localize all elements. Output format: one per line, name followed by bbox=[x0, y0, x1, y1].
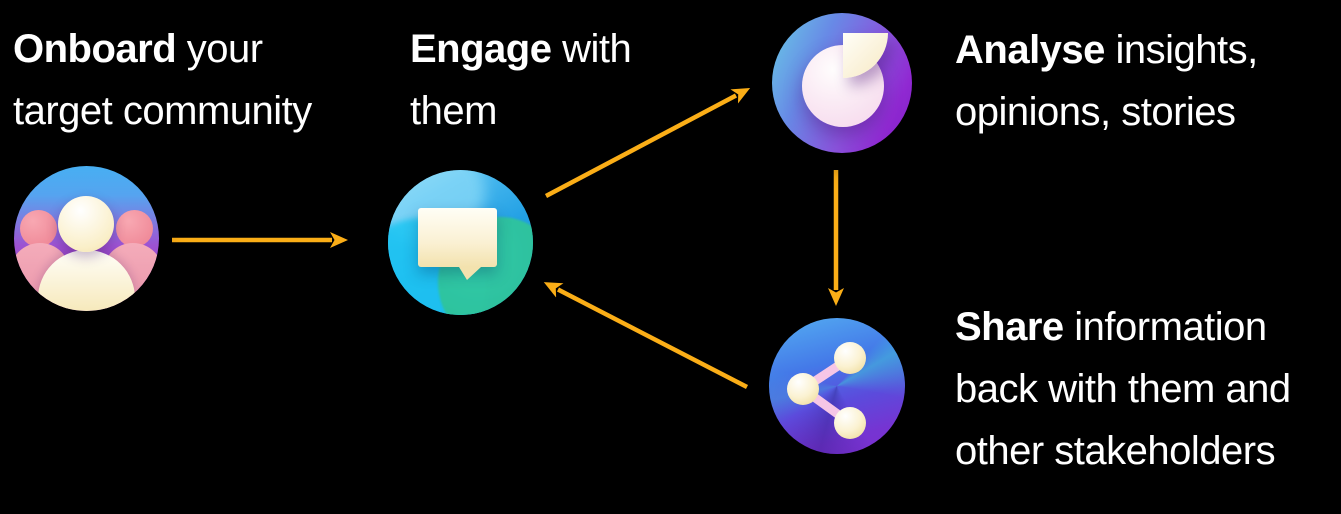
step-label-share: Share information back with them and oth… bbox=[955, 296, 1317, 482]
step-label-engage-text: with them bbox=[410, 27, 632, 133]
person-left-head bbox=[20, 210, 57, 247]
step-label-analyse-text: insights, opinions, stories bbox=[955, 28, 1258, 134]
chat-bubble-icon bbox=[388, 170, 533, 315]
person-right-head bbox=[116, 210, 153, 247]
step-label-share-keyword: Share bbox=[955, 305, 1064, 349]
people-icon bbox=[14, 166, 159, 311]
step-label-engage: Engage with them bbox=[410, 18, 650, 142]
pie-chart-icon bbox=[772, 13, 912, 153]
speech-bubble-tail bbox=[459, 267, 481, 280]
step-label-engage-keyword: Engage bbox=[410, 27, 552, 71]
step-label-analyse-keyword: Analyse bbox=[955, 28, 1105, 72]
person-center-head bbox=[58, 196, 114, 252]
step-label-share-text: information back with them and other sta… bbox=[955, 305, 1291, 473]
step-label-analyse: Analyse insights, opinions, stories bbox=[955, 19, 1275, 143]
step-label-onboard-text: your target community bbox=[13, 27, 312, 133]
arrow-share-to-engage bbox=[543, 282, 749, 389]
share-icon bbox=[769, 318, 905, 454]
step-label-onboard: Onboard your target community bbox=[13, 18, 343, 142]
speech-bubble bbox=[418, 208, 497, 267]
step-label-onboard-keyword: Onboard bbox=[13, 27, 177, 71]
share-glyph bbox=[787, 342, 866, 439]
